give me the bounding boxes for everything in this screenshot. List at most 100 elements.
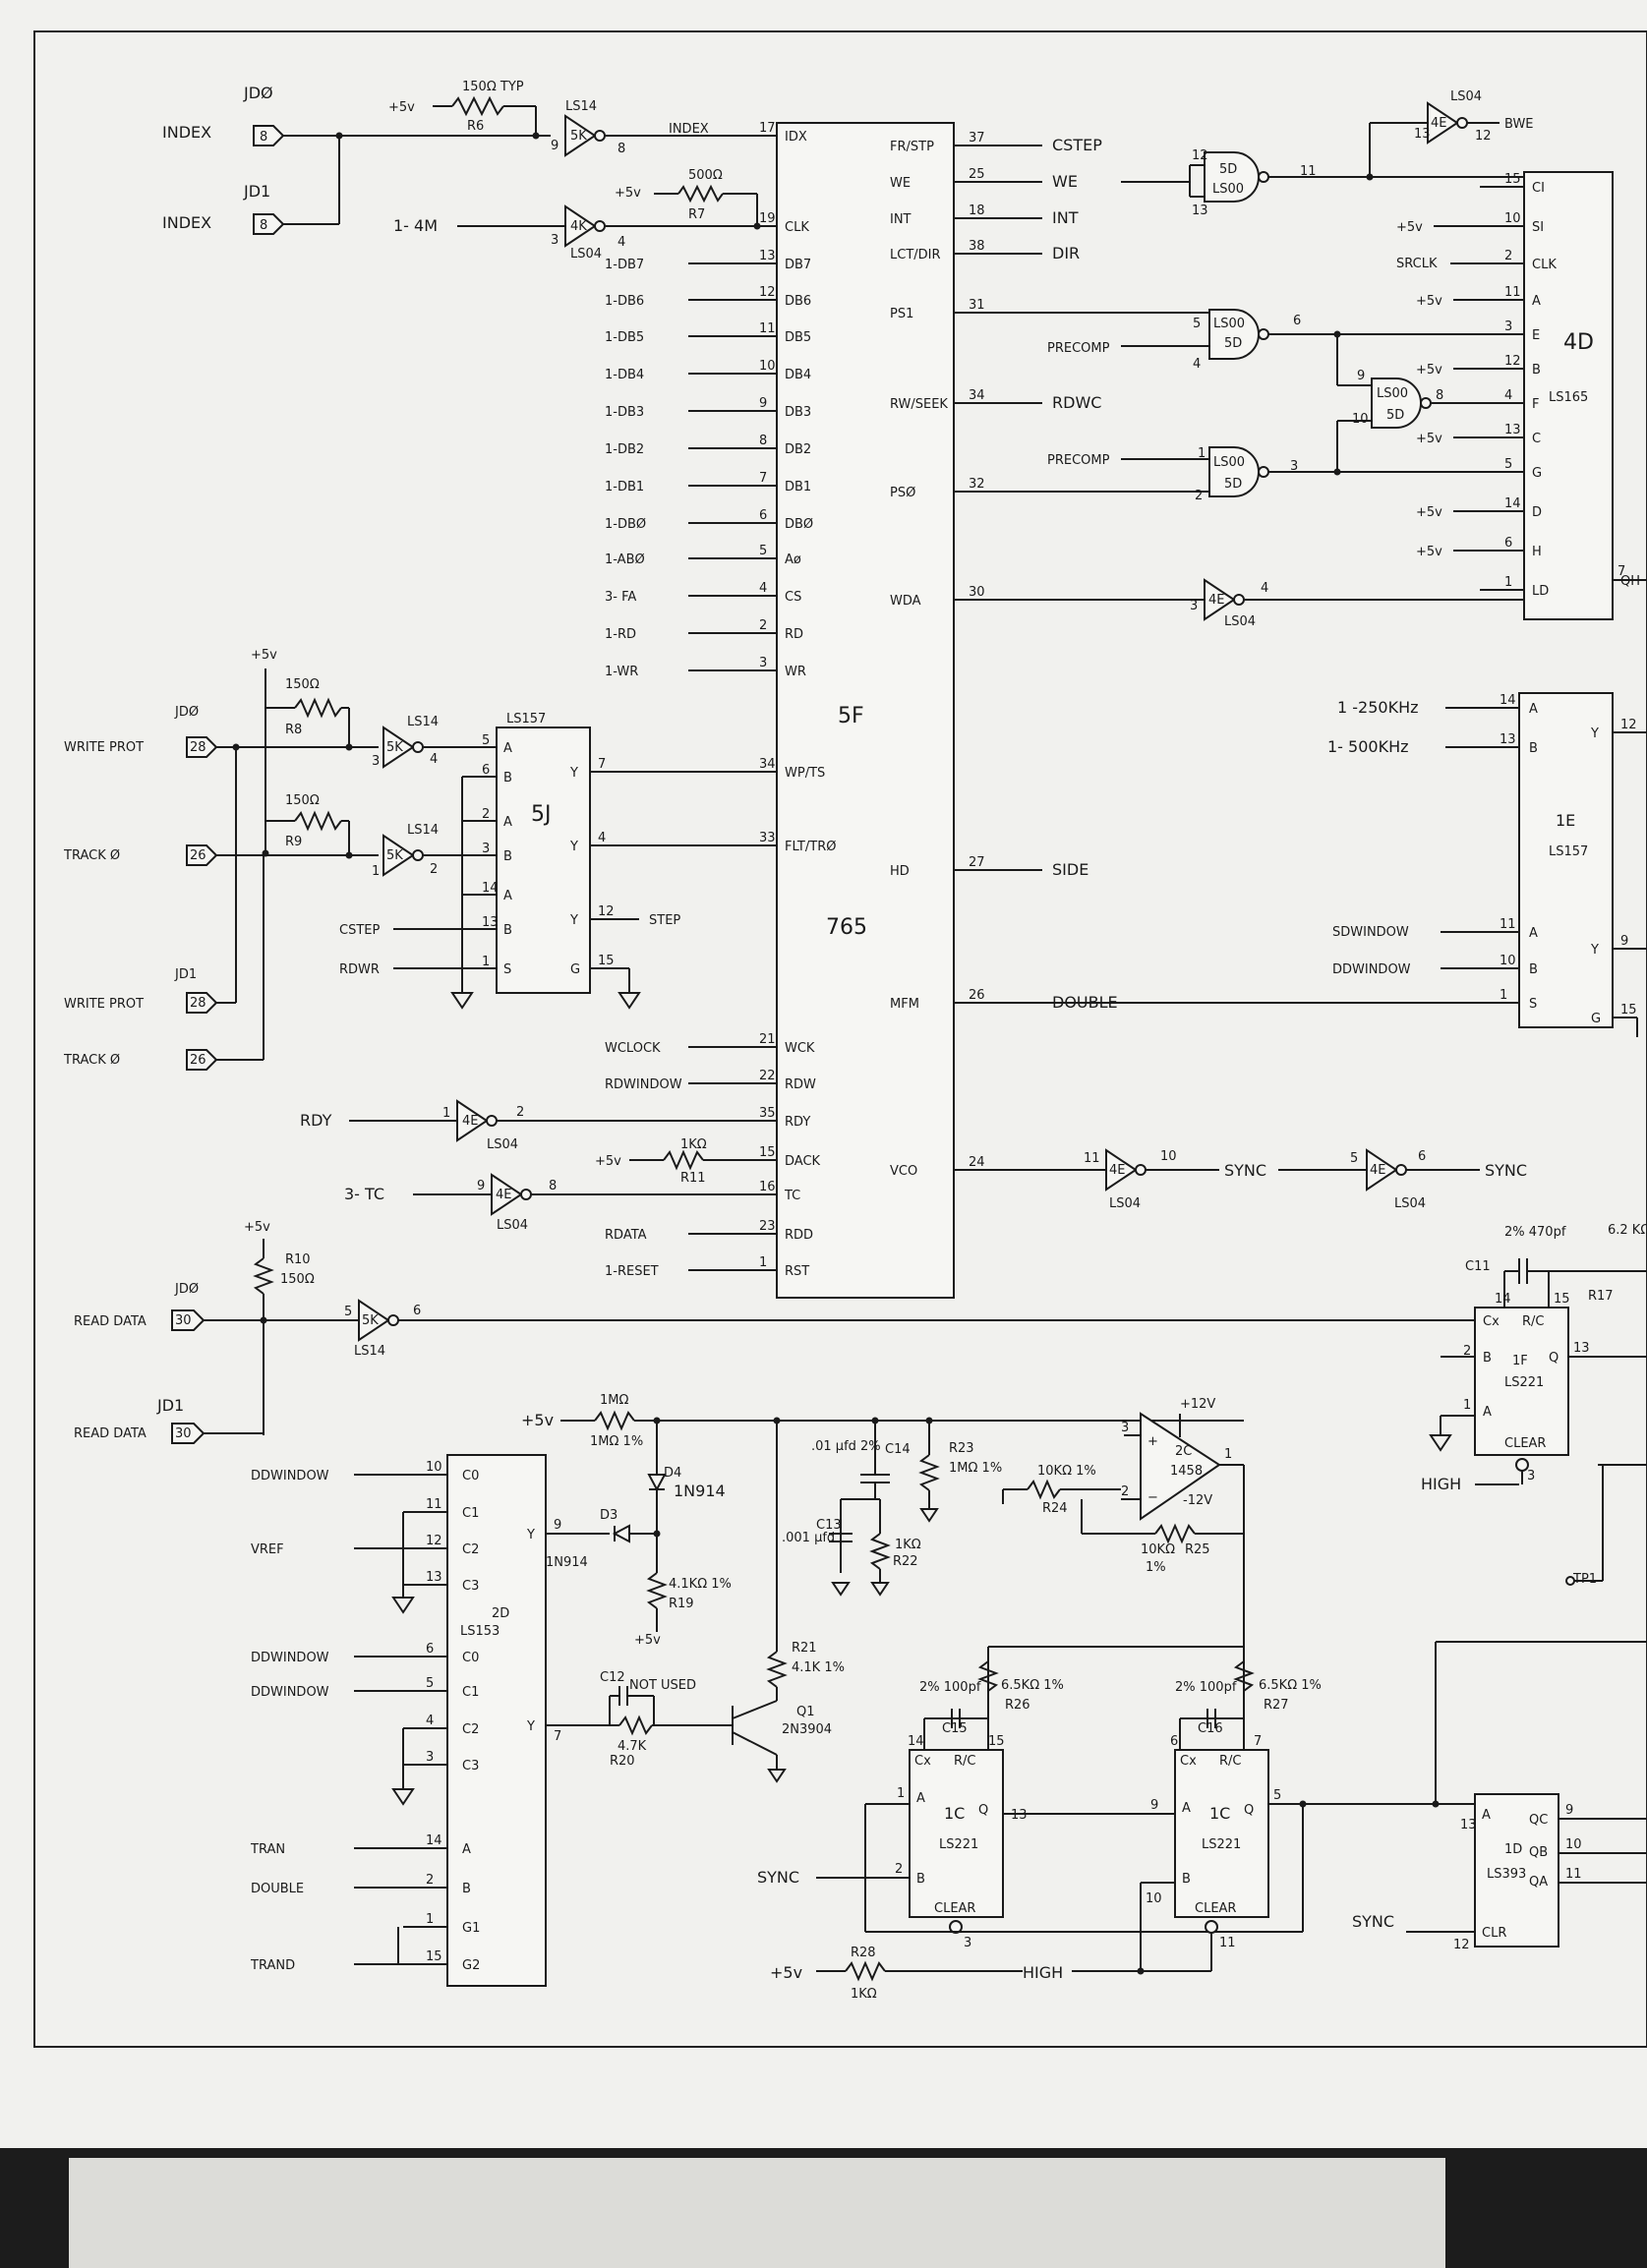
mux-1e-pin: 13 xyxy=(1500,732,1516,747)
counter-pin-name: QC xyxy=(1529,1813,1548,1828)
svg-text:R25: R25 xyxy=(1185,1542,1210,1557)
svg-text:HIGH: HIGH xyxy=(1421,1475,1461,1493)
fdc-left-signal: 1-RESET xyxy=(605,1264,659,1279)
fdc-right-signal: WE xyxy=(1052,172,1078,191)
svg-text:SYNC: SYNC xyxy=(757,1868,799,1887)
svg-text:2C: 2C xyxy=(1175,1444,1192,1459)
mux-5j-pin: 1 xyxy=(482,955,490,969)
svg-text:1D: 1D xyxy=(1504,1842,1522,1857)
mux-5j-input: B xyxy=(503,771,512,785)
oneshot-1c-a xyxy=(909,1749,1004,1918)
svg-text:R28: R28 xyxy=(851,1946,876,1960)
sr4d-vcc: +5v xyxy=(1416,363,1442,378)
fdc-left-signal: 1-ABØ xyxy=(605,552,645,567)
read-data-label: READ DATA xyxy=(74,1314,147,1329)
svg-text:LS00: LS00 xyxy=(1213,317,1245,331)
mux-2d xyxy=(446,1454,547,1987)
svg-text:R19: R19 xyxy=(669,1597,694,1611)
svg-text:28: 28 xyxy=(190,740,206,755)
ls14-label-1: LS14 xyxy=(565,99,597,114)
svg-text:7: 7 xyxy=(554,1729,561,1744)
sr4d-pin-num: 14 xyxy=(1504,496,1521,511)
counter-pin-name: QB xyxy=(1529,1845,1548,1860)
svg-text:4.1K 1%: 4.1K 1% xyxy=(792,1660,845,1675)
svg-text:1- 500KHz: 1- 500KHz xyxy=(1327,737,1409,756)
fdc-pin-num: 16 xyxy=(759,1180,776,1194)
fdc-pin-num: 32 xyxy=(969,477,985,492)
mux-2d-pin-name: B xyxy=(462,1882,471,1896)
os1c-a-pin-name: Cx xyxy=(914,1754,931,1769)
fdc-left-signal: 1-DBØ xyxy=(605,517,646,532)
svg-text:R27: R27 xyxy=(1264,1698,1289,1713)
sr4d-output: QH xyxy=(1620,574,1640,589)
svg-text:10: 10 xyxy=(1352,412,1369,427)
fdc-pin-name: VCO xyxy=(890,1164,917,1179)
svg-text:R24: R24 xyxy=(1042,1501,1068,1516)
fdc-pin-name: RDD xyxy=(785,1228,813,1243)
svg-text:C13: C13 xyxy=(816,1518,842,1533)
svg-text:DDWINDOW: DDWINDOW xyxy=(1332,962,1411,977)
fdc-pin-name: CS xyxy=(785,590,801,605)
svg-text:150Ω: 150Ω xyxy=(285,677,320,692)
mux-5j-opin: 15 xyxy=(598,954,615,968)
svg-text:6.5KΩ 1%: 6.5KΩ 1% xyxy=(1001,1678,1064,1693)
svg-text:5: 5 xyxy=(1193,317,1201,331)
os1c-a-pin-num: 14 xyxy=(908,1734,924,1749)
fdc-pin-num: 22 xyxy=(759,1069,776,1083)
svg-text:1N914: 1N914 xyxy=(674,1482,726,1500)
mux-2d-pin-name: A xyxy=(462,1842,471,1857)
os1c-a-pin-name: A xyxy=(916,1791,925,1806)
os1c-a-pin-num: 3 xyxy=(964,1936,971,1950)
fdc-pin-name: Aø xyxy=(785,552,801,567)
svg-text:9: 9 xyxy=(554,1518,561,1533)
counter-pin-num: 9 xyxy=(1565,1803,1573,1818)
fdc-pin-num: 13 xyxy=(759,249,776,263)
mux-5j-pin: 3 xyxy=(482,842,490,856)
svg-text:R23: R23 xyxy=(949,1441,974,1456)
fdc-pin-num: 9 xyxy=(759,396,767,411)
fdc-pin-name: RST xyxy=(785,1264,809,1279)
svg-text:R20: R20 xyxy=(610,1754,635,1769)
svg-text:JDØ: JDØ xyxy=(174,705,199,720)
fdc-pin-name: DB4 xyxy=(785,368,811,382)
tc-label: 3- TC xyxy=(344,1185,384,1203)
os1f-pin-name: A xyxy=(1483,1405,1492,1420)
fdc-pin-num: 8 xyxy=(759,434,767,448)
svg-text:LS393: LS393 xyxy=(1487,1867,1526,1882)
svg-text:4: 4 xyxy=(1193,357,1201,372)
fdc-pin-num: 11 xyxy=(759,321,776,336)
mux-1e-input: A xyxy=(1529,702,1538,717)
fdc-right-signal: INT xyxy=(1052,208,1079,227)
svg-text:Q1: Q1 xyxy=(796,1705,815,1719)
svg-text:LS14: LS14 xyxy=(354,1344,385,1359)
svg-text:.001 µfd: .001 µfd xyxy=(782,1531,835,1545)
svg-text:4E: 4E xyxy=(462,1114,479,1129)
fdc-pin-num: 6 xyxy=(759,508,767,523)
svg-text:SDWINDOW: SDWINDOW xyxy=(1332,925,1409,940)
os1c-b-pin-name: Cx xyxy=(1180,1754,1197,1769)
mux-5j-output: Y xyxy=(569,913,578,928)
mux-2d-pin-num: 12 xyxy=(426,1534,442,1548)
os1c-b-pin-num: 9 xyxy=(1150,1798,1158,1813)
svg-text:5D: 5D xyxy=(1224,477,1242,492)
sr4d-pin-num: 10 xyxy=(1504,211,1521,226)
svg-text:4D: 4D xyxy=(1563,330,1594,355)
mux-1e-output: G xyxy=(1591,1012,1601,1026)
r6-value: 150Ω TYP xyxy=(462,80,524,94)
mux-2d-pin-num: 2 xyxy=(426,1873,434,1888)
svg-text:5K: 5K xyxy=(362,1313,379,1328)
svg-text:30: 30 xyxy=(175,1313,192,1328)
svg-text:LS04: LS04 xyxy=(570,247,602,262)
ls04-clk-inverter xyxy=(564,204,597,248)
fdc-pin-num: 34 xyxy=(759,757,776,772)
mux-5j-output: G xyxy=(570,962,580,977)
svg-text:1MΩ 1%: 1MΩ 1% xyxy=(590,1434,643,1449)
svg-text:+5v: +5v xyxy=(251,648,277,663)
fdc-pin-num: 26 xyxy=(969,988,985,1003)
mux-5j-output: Y xyxy=(569,766,578,781)
svg-text:1 -250KHz: 1 -250KHz xyxy=(1337,698,1419,717)
